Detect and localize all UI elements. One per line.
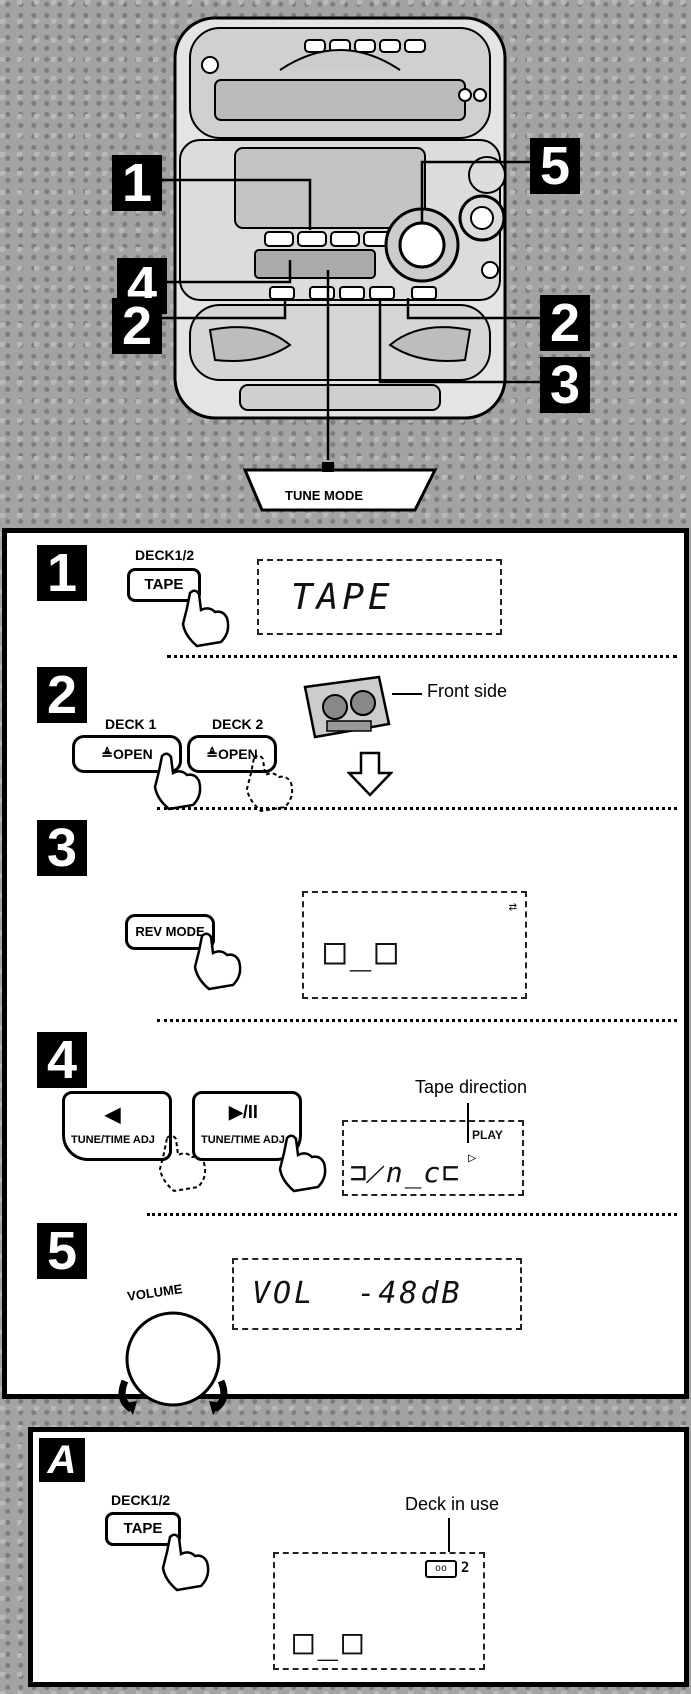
stereo-drawing [0, 0, 691, 520]
step-1-display-text: TAPE [291, 577, 394, 618]
deck1-label: DECK 1 [105, 716, 156, 732]
steps-panel: 1 DECK1/2 TAPE TAPE 2 DECK 1 ≜OPEN DECK … [2, 528, 689, 1399]
step-5-number: 5 [37, 1223, 87, 1279]
front-side-label: Front side [427, 681, 507, 702]
divider-4 [147, 1213, 677, 1216]
step-3-display-text: □_□ [324, 931, 401, 972]
callout-1: 1 [112, 155, 162, 211]
play-arrow-icon: ▷ [468, 1150, 476, 1166]
tune-mode-label: TUNE MODE [285, 488, 363, 503]
tape-direction-label: Tape direction [415, 1077, 527, 1098]
step-1-deck-label: DECK1/2 [135, 547, 194, 563]
section-a-display: oo 2 □_□ [273, 1552, 485, 1670]
play-indicator: PLAY [472, 1128, 503, 1142]
step-4-display: PLAY ▷ ⊐̷n_c⊏ [342, 1120, 524, 1196]
divider-2 [157, 807, 677, 810]
section-a-display-text: □_□ [293, 1622, 366, 1662]
step-5-display: VOL -48dB [232, 1258, 522, 1330]
step-3-number: 3 [37, 820, 87, 876]
tune-down-sublabel: TUNE/TIME ADJ [71, 1134, 155, 1146]
step-5-display-text: VOL -48dB [252, 1276, 463, 1311]
callout-3: 3 [540, 357, 590, 413]
divider-3 [157, 1019, 677, 1022]
callout-5: 5 [530, 138, 580, 194]
step-4-display-text: ⊐̷n_c⊏ [350, 1156, 461, 1189]
step-1-display: TAPE [257, 559, 502, 635]
deck-in-use-pointer [448, 1518, 450, 1552]
front-side-pointer [392, 693, 422, 695]
divider-1 [167, 655, 677, 658]
stereo-system-illustration [0, 0, 691, 520]
deck2-label: DECK 2 [212, 716, 263, 732]
callout-2-left: 2 [112, 298, 162, 354]
section-a-letter: A [39, 1438, 85, 1482]
hand-pointer-icon [272, 1133, 332, 1193]
deck-number-indicator: 2 [461, 1560, 469, 1576]
volume-label: VOLUME [126, 1281, 183, 1304]
cassette-indicator-icon: oo [425, 1560, 457, 1578]
callout-2-right: 2 [540, 295, 590, 351]
step-4-number: 4 [37, 1032, 87, 1088]
step-2-number: 2 [37, 667, 87, 723]
deck-in-use-label: Deck in use [405, 1494, 499, 1515]
hand-pointer-icon [187, 931, 247, 991]
section-a-panel: A DECK1/2 TAPE Deck in use oo 2 □_□ [28, 1427, 689, 1687]
down-arrow-icon [347, 751, 393, 797]
step-1-number: 1 [37, 545, 87, 601]
step-3-display: □_□ ⇄ [302, 891, 527, 999]
section-a-deck-label: DECK1/2 [111, 1492, 170, 1508]
dashed-hand-icon [239, 753, 299, 813]
tune-down-symbol: ◀ [105, 1102, 120, 1127]
hand-pointer-icon [155, 1532, 215, 1592]
hand-pointer-icon [175, 588, 235, 648]
cassette-icon [297, 669, 397, 744]
reverse-mode-indicator: ⇄ [509, 899, 517, 915]
volume-knob[interactable] [107, 1303, 247, 1423]
tune-up-symbol: ▶/II [229, 1102, 258, 1123]
